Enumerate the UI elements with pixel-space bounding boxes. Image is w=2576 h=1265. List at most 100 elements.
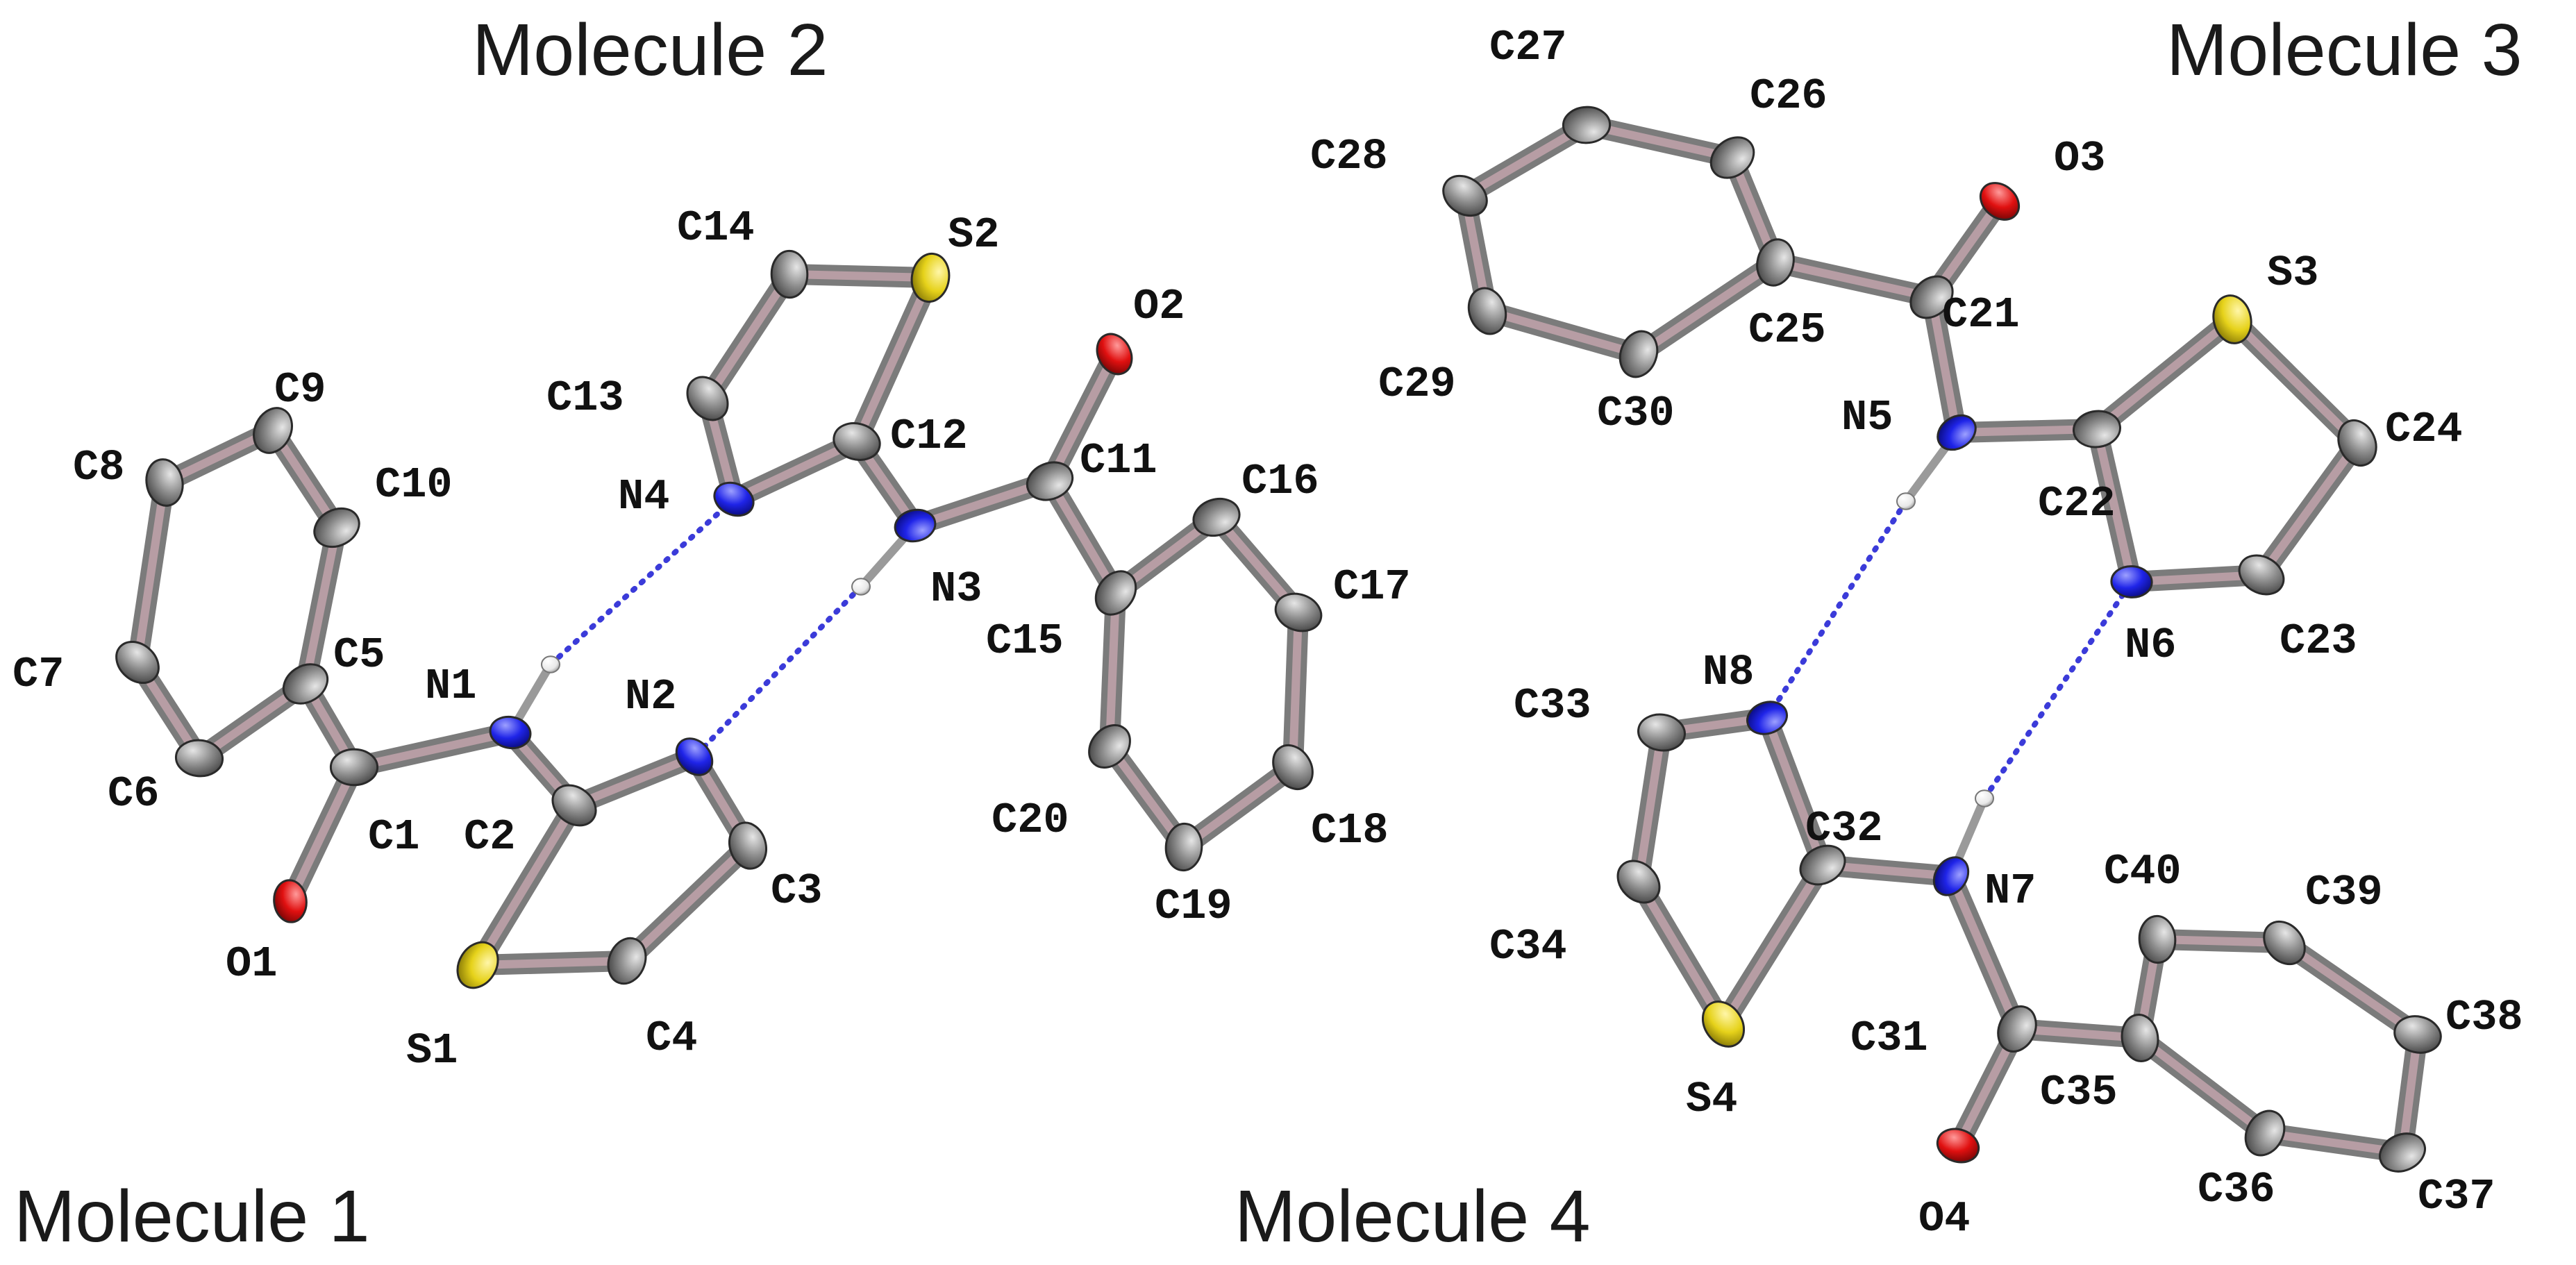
atom-label-c31: C31 bbox=[1850, 1014, 1928, 1063]
atom-label-c35: C35 bbox=[2040, 1068, 2118, 1117]
hydrogen-atom-on-n5 bbox=[1896, 492, 1916, 510]
atom-label-n6: N6 bbox=[2125, 621, 2176, 670]
bond-n6-c22 bbox=[2086, 419, 2142, 592]
atom-label-n1: N1 bbox=[425, 662, 476, 711]
bond-c20-c15 bbox=[1099, 583, 1126, 757]
atom-c16 bbox=[1192, 497, 1241, 537]
atom-c3 bbox=[728, 821, 767, 870]
atom-label-c26: C26 bbox=[1750, 72, 1828, 121]
atom-label-c3: C3 bbox=[771, 866, 822, 916]
atom-c20 bbox=[1088, 724, 1131, 769]
atom-c26 bbox=[1709, 136, 1755, 179]
bond-c21-c25 bbox=[1765, 252, 1942, 308]
atom-c13 bbox=[686, 376, 729, 421]
atom-c22 bbox=[2073, 410, 2121, 449]
bond-layer bbox=[127, 115, 2428, 1163]
atom-label-c8: C8 bbox=[73, 443, 124, 492]
bond-s1-c2 bbox=[467, 795, 585, 975]
atom-label-o4: O4 bbox=[1918, 1194, 1970, 1243]
atom-n1 bbox=[489, 715, 532, 750]
atom-label-c18: C18 bbox=[1311, 806, 1389, 855]
atom-c34 bbox=[1616, 860, 1661, 904]
hydrogen-bond-n1-n4 bbox=[548, 496, 737, 667]
atom-n3 bbox=[894, 508, 937, 543]
hydrogen-bond-n5-n8 bbox=[1764, 499, 1909, 721]
atom-label-c17: C17 bbox=[1333, 562, 1411, 612]
atom-c11 bbox=[1026, 461, 1074, 501]
bond-c35-c36 bbox=[2130, 1028, 2275, 1143]
atom-label-c13: C13 bbox=[546, 374, 624, 423]
atom-c27 bbox=[1562, 106, 1612, 144]
atom-c39 bbox=[2263, 920, 2306, 966]
atom-s4 bbox=[1701, 1000, 1746, 1048]
bond-c24-c23 bbox=[2251, 433, 2368, 585]
atom-c29 bbox=[1467, 287, 1507, 335]
atom-n2 bbox=[675, 737, 714, 776]
atom-n8 bbox=[1746, 701, 1788, 735]
atom-label-s1: S1 bbox=[406, 1026, 458, 1075]
atom-c31 bbox=[1997, 1005, 2037, 1053]
atom-c14 bbox=[770, 249, 809, 299]
atom-label-c37: C37 bbox=[2418, 1172, 2495, 1221]
atom-c10 bbox=[313, 507, 360, 548]
atom-s3 bbox=[2212, 294, 2252, 344]
atom-label-c9: C9 bbox=[274, 365, 326, 414]
atom-label-c1: C1 bbox=[368, 812, 419, 862]
atom-c15 bbox=[1094, 570, 1137, 616]
atom-c25 bbox=[1756, 238, 1795, 287]
atom-o4 bbox=[1936, 1128, 1980, 1164]
atom-n6 bbox=[2110, 565, 2153, 598]
atom-label-c25: C25 bbox=[1748, 305, 1826, 355]
atom-c7 bbox=[115, 640, 160, 685]
atom-label-c28: C28 bbox=[1310, 132, 1388, 181]
bond-c30-c25 bbox=[1628, 252, 1786, 365]
atom-c35 bbox=[2121, 1014, 2159, 1062]
bond-c31-n7 bbox=[1941, 866, 2027, 1039]
bond-c32-n8 bbox=[1757, 707, 1833, 876]
atom-c6 bbox=[174, 739, 224, 778]
bond-s2-c12 bbox=[846, 267, 941, 452]
atom-label-c36: C36 bbox=[2198, 1165, 2275, 1214]
atom-c19 bbox=[1164, 822, 1203, 872]
atom-label-c34: C34 bbox=[1489, 922, 1567, 971]
atom-label-c39: C39 bbox=[2305, 868, 2383, 917]
atom-c40 bbox=[2138, 914, 2177, 964]
bond-c29-c30 bbox=[1477, 301, 1649, 365]
atom-c4 bbox=[607, 937, 647, 985]
atom-label-c5: C5 bbox=[333, 630, 385, 680]
atom-label-c21: C21 bbox=[1942, 290, 2020, 340]
atom-label-c2: C2 bbox=[464, 812, 515, 862]
atom-c24 bbox=[2337, 419, 2377, 467]
atom-label-c10: C10 bbox=[375, 460, 453, 510]
atom-label-c24: C24 bbox=[2385, 405, 2463, 454]
atom-label-o1: O1 bbox=[226, 939, 277, 989]
atom-label-c4: C4 bbox=[646, 1014, 697, 1063]
bond-c21-n5 bbox=[1921, 287, 1967, 443]
hydrogen-bond-layer bbox=[548, 496, 2134, 801]
atom-c5 bbox=[282, 663, 329, 705]
atom-label-c23: C23 bbox=[2280, 617, 2357, 666]
atom-c17 bbox=[1274, 592, 1323, 632]
bond-c39-c40 bbox=[2147, 929, 2295, 953]
atom-c1 bbox=[329, 748, 379, 787]
atom-label-o3: O3 bbox=[2054, 134, 2105, 183]
bond-c3-c4 bbox=[617, 835, 758, 971]
atom-label-c11: C11 bbox=[1080, 436, 1157, 485]
bond-c14-s2 bbox=[779, 264, 941, 288]
atom-c28 bbox=[1442, 174, 1488, 217]
atom-label-o2: O2 bbox=[1133, 282, 1185, 331]
atom-label-c12: C12 bbox=[890, 412, 968, 461]
atom-n5 bbox=[1937, 414, 1977, 451]
bond-c7-c8 bbox=[127, 472, 175, 673]
atom-c36 bbox=[2244, 1109, 2286, 1157]
atom-label-s4: S4 bbox=[1686, 1075, 1737, 1124]
molecule-1-title: Molecule 1 bbox=[14, 1175, 370, 1257]
bond-c2-n2 bbox=[564, 746, 705, 816]
bond-s4-c32 bbox=[1713, 855, 1833, 1034]
bond-c27-c28 bbox=[1455, 115, 1597, 206]
atom-label-c19: C19 bbox=[1155, 882, 1232, 931]
bond-c11-o2 bbox=[1039, 344, 1125, 492]
atom-c8 bbox=[145, 458, 184, 507]
bond-c38-c39 bbox=[2274, 932, 2428, 1045]
